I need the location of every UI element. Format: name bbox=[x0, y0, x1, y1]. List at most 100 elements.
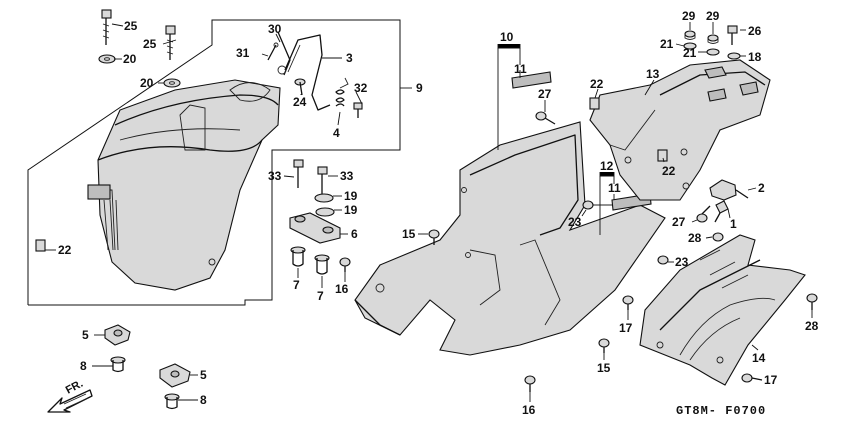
callout-17: 17 bbox=[764, 373, 778, 387]
callout-11: 11 bbox=[608, 181, 621, 195]
bolt-25-right bbox=[165, 25, 176, 60]
callout-14: 14 bbox=[752, 351, 766, 365]
clip-22-rear-top bbox=[589, 97, 600, 110]
latch-wire-3 bbox=[284, 34, 331, 111]
washer-20-top bbox=[98, 54, 116, 64]
screw-16-upper bbox=[339, 257, 351, 272]
callout-21: 21 bbox=[660, 37, 674, 51]
bracket-6 bbox=[289, 212, 341, 244]
bolt-26 bbox=[727, 25, 738, 45]
nut-5-upper bbox=[104, 324, 131, 346]
spring-4 bbox=[335, 77, 349, 107]
screw-16-lower bbox=[524, 375, 536, 392]
screw-17-lower bbox=[741, 373, 763, 383]
callout-10: 10 bbox=[500, 30, 514, 44]
callout-12: 12 bbox=[600, 159, 614, 173]
nut-29-left bbox=[684, 30, 696, 40]
callout-19: 19 bbox=[344, 203, 358, 217]
callout-16: 16 bbox=[335, 282, 349, 296]
screw-28-right bbox=[806, 293, 818, 310]
bolt-27-lower bbox=[696, 205, 711, 223]
callout-8: 8 bbox=[200, 393, 207, 407]
callout-3: 3 bbox=[346, 51, 353, 65]
washer-18 bbox=[727, 52, 741, 60]
callout-7: 7 bbox=[293, 278, 300, 292]
callout-13: 13 bbox=[646, 67, 660, 81]
rear-cover bbox=[589, 59, 771, 201]
diagram-code: GT8M- F0700 bbox=[676, 404, 766, 418]
washer-21-right bbox=[706, 48, 720, 56]
key-1 bbox=[714, 200, 729, 223]
washer-20-bottom bbox=[163, 78, 181, 88]
callout-20: 20 bbox=[140, 76, 154, 90]
emblem-strip-11-upper bbox=[511, 71, 552, 89]
nut-29-right bbox=[707, 34, 719, 44]
callout-23: 23 bbox=[568, 215, 582, 229]
collar-8-lower bbox=[164, 393, 180, 410]
screw-23-lower bbox=[657, 255, 669, 265]
callout-19: 19 bbox=[344, 189, 358, 203]
callout-22: 22 bbox=[58, 243, 72, 257]
bolt-24 bbox=[294, 78, 306, 96]
collar-7-right bbox=[314, 254, 330, 275]
washer-20-top-hole bbox=[104, 57, 110, 61]
callout-28: 28 bbox=[688, 231, 702, 245]
callout-25: 25 bbox=[124, 19, 138, 33]
bolt-33-right bbox=[317, 166, 328, 195]
callout-17: 17 bbox=[619, 321, 633, 335]
clip-22-left bbox=[35, 239, 46, 252]
bolt-33-left bbox=[293, 159, 304, 188]
callout-33: 33 bbox=[340, 169, 354, 183]
callout-25: 25 bbox=[143, 37, 157, 51]
callout-7: 7 bbox=[317, 289, 324, 303]
nut-5-lower bbox=[159, 363, 191, 388]
callout-22: 22 bbox=[590, 77, 604, 91]
screw-15-lower bbox=[598, 338, 610, 353]
callout-15: 15 bbox=[402, 227, 416, 241]
bolt-27-upper bbox=[535, 111, 556, 125]
screw-15-upper bbox=[428, 229, 440, 245]
callout-27: 27 bbox=[538, 87, 552, 101]
callout-2: 2 bbox=[758, 181, 765, 195]
callout-11: 11 bbox=[514, 62, 527, 76]
group-frame-9 bbox=[27, 19, 401, 306]
callout-8: 8 bbox=[80, 359, 87, 373]
callout-1: 1 bbox=[730, 217, 737, 231]
callout-5: 5 bbox=[200, 368, 207, 382]
screw-17-upper bbox=[622, 295, 634, 310]
callout-16: 16 bbox=[522, 403, 536, 417]
screw-32 bbox=[353, 102, 363, 118]
washer-20-bottom-hole bbox=[169, 81, 175, 85]
callout-29: 29 bbox=[706, 9, 720, 23]
luggage-box bbox=[87, 79, 281, 291]
clip-30 bbox=[277, 31, 291, 76]
callout-28: 28 bbox=[805, 319, 819, 333]
callout-9: 9 bbox=[416, 81, 423, 95]
washer-19-top bbox=[314, 193, 334, 203]
callout-22: 22 bbox=[662, 164, 676, 178]
callout-23: 23 bbox=[675, 255, 689, 269]
bolt-25-left bbox=[101, 9, 112, 45]
body-cover bbox=[354, 121, 666, 356]
callout-33: 33 bbox=[268, 169, 282, 183]
clip-22-rear-mid bbox=[657, 149, 668, 162]
callout-5: 5 bbox=[82, 328, 89, 342]
callout-32: 32 bbox=[354, 81, 368, 95]
callout-24: 24 bbox=[293, 95, 307, 109]
callout-26: 26 bbox=[748, 24, 762, 38]
seat-lock-2 bbox=[709, 179, 749, 201]
inner-fender bbox=[639, 234, 806, 386]
front-direction-arrow bbox=[47, 389, 93, 413]
callout-6: 6 bbox=[351, 227, 358, 241]
pin-31 bbox=[267, 42, 279, 61]
screw-28-upper bbox=[712, 232, 724, 242]
callout-labels: 25 25 20 20 30 31 3 9 24 32 4 22 33 33 1… bbox=[58, 9, 819, 417]
leader-lines bbox=[45, 22, 813, 402]
washer-19-bottom bbox=[315, 207, 335, 217]
callout-15: 15 bbox=[597, 361, 611, 375]
callout-30: 30 bbox=[268, 22, 282, 36]
callout-21: 21 bbox=[683, 46, 697, 60]
screw-23-upper bbox=[582, 200, 594, 210]
callout-27: 27 bbox=[672, 215, 686, 229]
